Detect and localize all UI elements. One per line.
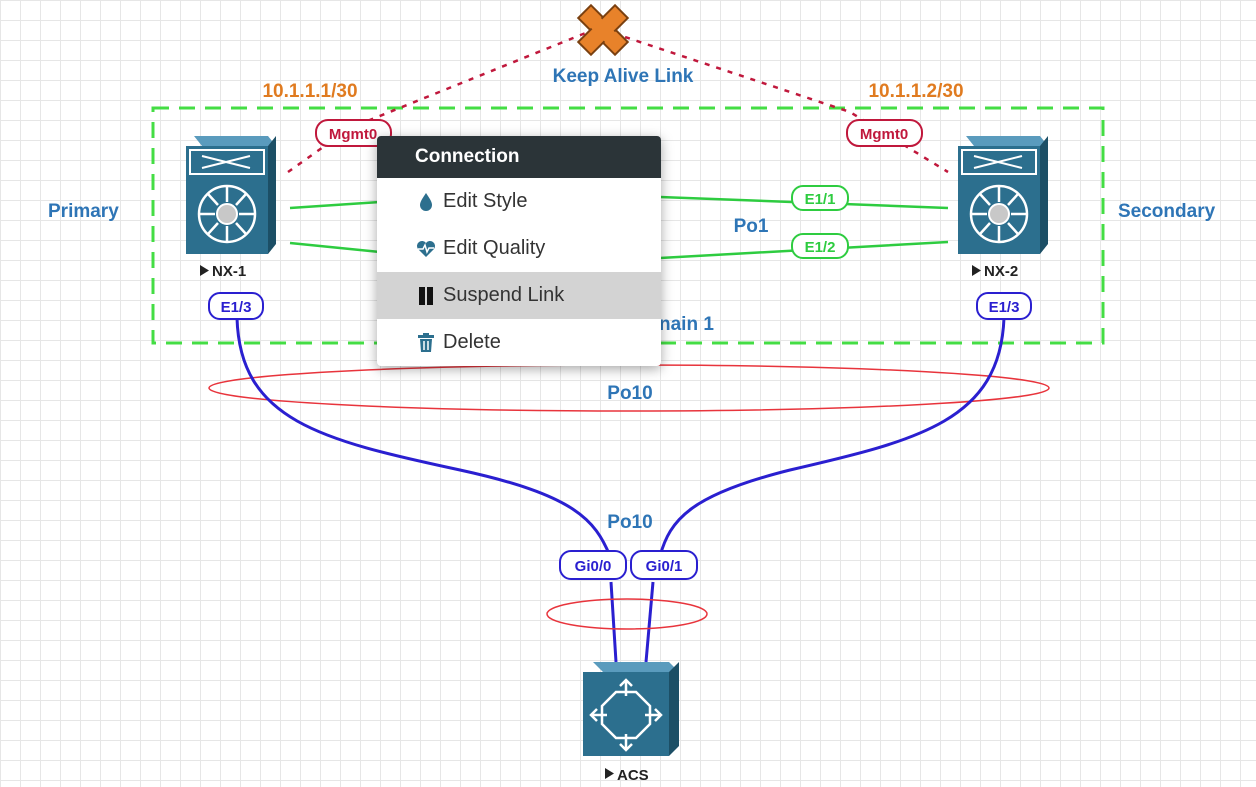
vpc-domain-box xyxy=(151,106,1105,345)
acs-port-gi0-1[interactable]: Gi0/1 xyxy=(630,550,698,580)
uplink-acs-1[interactable] xyxy=(644,581,655,663)
peer-link-label: Po1 xyxy=(734,216,769,237)
port-channel-label-top: Po10 xyxy=(607,383,652,404)
context-menu-title: Connection xyxy=(377,136,661,178)
svg-text:ACS: ACS xyxy=(617,767,649,784)
connection-context-menu: Connection Edit Style Edit Quality Suspe… xyxy=(377,136,661,366)
svg-text:E1/3: E1/3 xyxy=(221,299,252,316)
menu-item-edit-quality[interactable]: Edit Quality xyxy=(377,225,661,272)
nx2-mgmt-ip: 10.1.1.2/30 xyxy=(868,81,963,102)
pause-icon xyxy=(415,285,437,307)
svg-text:NX-2: NX-2 xyxy=(984,263,1018,280)
uplink-acs-0[interactable] xyxy=(609,581,618,663)
nx2-label[interactable]: NX-2 xyxy=(972,263,1018,280)
nx1-mgmt-ip: 10.1.1.1/30 xyxy=(262,81,357,102)
svg-text:Gi0/0: Gi0/0 xyxy=(575,558,612,575)
menu-item-delete[interactable]: Delete xyxy=(377,319,661,366)
menu-item-edit-style[interactable]: Edit Style xyxy=(377,178,661,225)
svg-text:NX-1: NX-1 xyxy=(212,263,246,280)
trash-icon xyxy=(415,332,437,354)
role-primary: Primary xyxy=(48,201,119,222)
nx1-label[interactable]: NX-1 xyxy=(200,263,246,280)
acs-router-icon[interactable] xyxy=(583,662,679,756)
svg-text:Mgmt0: Mgmt0 xyxy=(329,126,377,143)
menu-item-label: Edit Style xyxy=(443,190,528,212)
uplink-nx1[interactable] xyxy=(235,317,612,557)
nx2-mgmt-badge[interactable]: Mgmt0 xyxy=(846,119,923,147)
svg-text:E1/2: E1/2 xyxy=(805,239,836,256)
peer-port-e1-2[interactable]: E1/2 xyxy=(791,233,849,259)
acs-port-gi0-0[interactable]: Gi0/0 xyxy=(559,550,627,580)
acs-label[interactable]: ACS xyxy=(605,767,649,784)
role-secondary: Secondary xyxy=(1118,201,1216,222)
nx2-port-e1-3[interactable]: E1/3 xyxy=(976,292,1032,320)
svg-text:Gi0/1: Gi0/1 xyxy=(646,558,683,575)
svg-text:Mgmt0: Mgmt0 xyxy=(860,126,908,143)
menu-item-suspend-link[interactable]: Suspend Link xyxy=(377,272,661,319)
svg-text:E1/1: E1/1 xyxy=(805,191,836,208)
keepalive-label: Keep Alive Link xyxy=(553,66,694,87)
menu-item-label: Suspend Link xyxy=(443,284,565,306)
port-channel-label-bottom: Po10 xyxy=(607,512,652,533)
nx1-switch-icon[interactable] xyxy=(186,136,276,254)
drop-icon xyxy=(415,191,437,213)
port-channel-ellipse-bottom xyxy=(546,598,708,630)
menu-item-label: Delete xyxy=(443,331,501,353)
menu-item-label: Edit Quality xyxy=(443,237,546,259)
uplink-nx2[interactable] xyxy=(658,317,1006,557)
failed-link-icon xyxy=(576,3,630,57)
nx2-switch-icon[interactable] xyxy=(958,136,1048,254)
nx1-mgmt-badge[interactable]: Mgmt0 xyxy=(315,119,392,147)
svg-text:E1/3: E1/3 xyxy=(989,299,1020,316)
nx1-port-e1-3[interactable]: E1/3 xyxy=(208,292,264,320)
peer-port-e1-1[interactable]: E1/1 xyxy=(791,185,849,211)
heartbeat-icon xyxy=(415,238,437,260)
domain-label: nain 1 xyxy=(659,314,714,335)
